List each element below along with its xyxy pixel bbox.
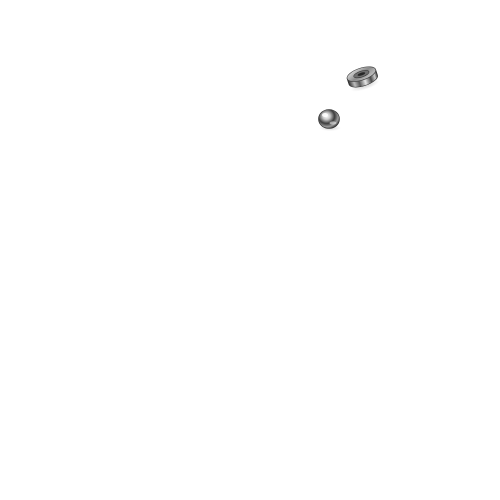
round-bead — [318, 109, 341, 131]
rondelle-bead — [346, 66, 380, 92]
